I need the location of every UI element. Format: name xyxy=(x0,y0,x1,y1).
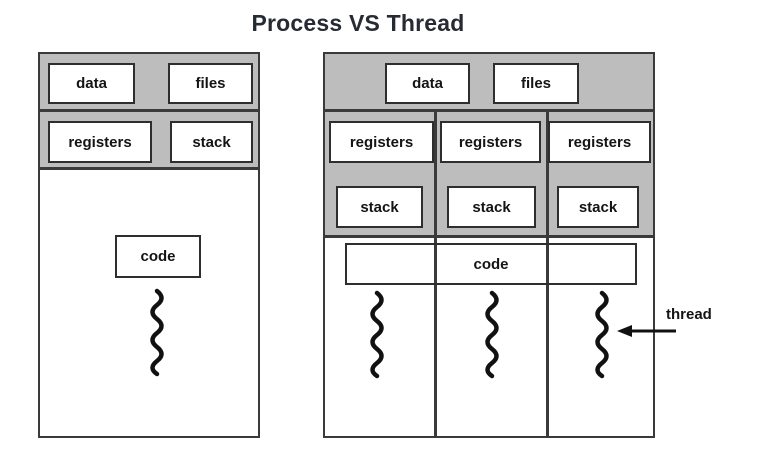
thread-label: thread xyxy=(666,306,712,323)
data-box: data xyxy=(385,63,470,104)
stack-box: stack xyxy=(447,186,536,228)
registers-box: registers xyxy=(548,121,651,163)
thread-squiggle-icon xyxy=(485,290,499,379)
shared-code-box: code xyxy=(345,243,637,285)
thread-annotation: thread xyxy=(616,304,746,346)
files-box: files xyxy=(493,63,579,104)
stack-box: stack xyxy=(336,186,423,228)
page-title: Process VS Thread xyxy=(251,10,465,36)
thread-squiggle-icon xyxy=(595,290,609,379)
stack-box: stack xyxy=(557,186,639,228)
registers-box: registers xyxy=(440,121,541,163)
code-box: code xyxy=(115,235,201,278)
data-box: data xyxy=(48,63,135,104)
column-divider xyxy=(546,112,549,436)
registers-box: registers xyxy=(48,121,152,163)
thread-arrow-icon xyxy=(617,325,676,337)
thread-squiggle-icon xyxy=(370,290,384,379)
thread-squiggle-icon xyxy=(150,288,164,377)
single-threaded-process-diagram: data files registers stack code xyxy=(38,52,260,438)
column-divider xyxy=(434,112,437,436)
files-box: files xyxy=(168,63,253,104)
stack-box: stack xyxy=(170,121,253,163)
multi-threaded-process-diagram: data files registers registers registers… xyxy=(323,52,655,438)
registers-box: registers xyxy=(329,121,434,163)
process-resources-band xyxy=(325,54,653,112)
